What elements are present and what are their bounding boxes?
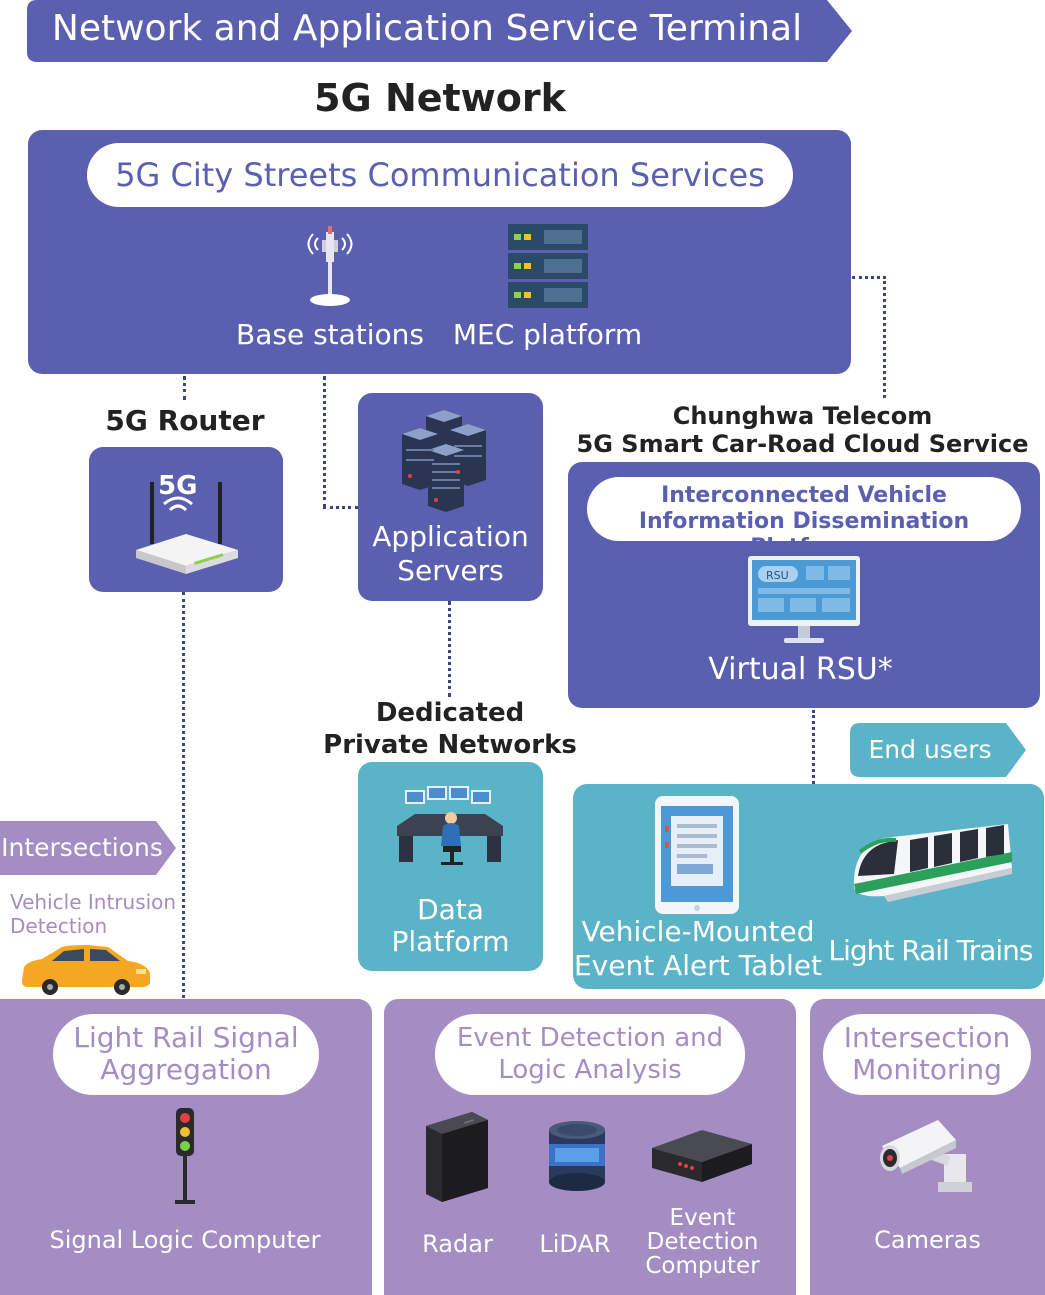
event-pill: Event Detection and Logic Analysis [435, 1014, 745, 1095]
edge-computer-label-2: Detection [646, 1229, 759, 1255]
cht-pill-line-1: Interconnected Vehicle [661, 483, 947, 508]
router-title: 5G Router [105, 404, 265, 437]
end-users-tag-label: End users [868, 735, 992, 764]
car-icon [18, 943, 152, 995]
cameras-label: Cameras [874, 1226, 981, 1254]
monitor-pill: Intersection Monitoring [823, 1014, 1031, 1095]
event-pill-line-1: Event Detection and [456, 1023, 724, 1053]
control-room-icon [395, 780, 505, 870]
virtual-rsu-label: Virtual RSU* [708, 652, 893, 687]
radar-icon [424, 1112, 490, 1202]
traffic-light-icon [170, 1106, 200, 1206]
edge-computer-icon [650, 1128, 754, 1186]
network-title: 5G Network [314, 76, 566, 120]
tablet-label-1: Vehicle-Mounted [581, 915, 815, 948]
intersections-tag: Intersections [0, 821, 176, 875]
light-rail-train-icon [848, 818, 1014, 908]
trains-label: Light Rail Trains [828, 934, 1033, 967]
router-icon: 5G [130, 462, 242, 580]
base-stations-label: Base stations [235, 318, 425, 351]
connector-network-router [183, 376, 186, 400]
network-pill-label: 5G City Streets Communication Services [115, 156, 765, 194]
signal-pill-line-2: Aggregation [100, 1053, 272, 1086]
private-title-1: Dedicated [375, 698, 525, 728]
connector-network-appservers-h [323, 506, 358, 509]
connector-router-signal [182, 592, 185, 998]
vehicle-intrusion-label-1: Vehicle Intrusion [10, 890, 177, 914]
lidar-label: LiDAR [539, 1230, 611, 1258]
network-pill: 5G City Streets Communication Services [87, 143, 793, 207]
cht-title-2: 5G Smart Car-Road Cloud Service [576, 430, 1029, 458]
server-rack-icon [508, 224, 588, 308]
header-arrow-shape [27, 0, 852, 62]
connector-network-appservers-v [323, 376, 326, 508]
connector-appservers-private [448, 601, 451, 697]
end-users-box [573, 784, 1044, 989]
camera-icon [878, 1118, 978, 1194]
radar-label: Radar [422, 1230, 493, 1258]
tablet-label-2: Event Alert Tablet [573, 949, 823, 982]
end-users-tag: End users [850, 723, 1026, 777]
private-title-2: Private Networks [323, 730, 577, 760]
edge-computer-label-1: Event [669, 1205, 736, 1231]
connector-rsu-endusers [812, 710, 815, 784]
server-cluster-icon [398, 410, 498, 515]
rsu-monitor-icon: RSU [748, 556, 860, 648]
monitor-pill-line-2: Monitoring [852, 1053, 1002, 1086]
signal-pill-line-1: Light Rail Signal [73, 1021, 299, 1054]
header-title: Network and Application Service Terminal [51, 8, 803, 49]
vehicle-intrusion-label-2: Detection [10, 914, 108, 938]
app-servers-label-1: Application [372, 520, 529, 553]
end-users-tag-shape [850, 723, 1026, 777]
mec-platform-label: MEC platform [452, 318, 643, 351]
cht-title-1: Chunghwa Telecom [672, 402, 933, 430]
event-pill-line-2: Logic Analysis [498, 1055, 682, 1085]
cht-pill: Interconnected Vehicle Information Disse… [587, 477, 1021, 560]
connector-network-cht-h [852, 276, 886, 279]
header-banner: Network and Application Service Terminal [27, 0, 852, 62]
connector-network-cht-v [883, 276, 886, 398]
data-platform-label-2: Platform [391, 925, 510, 958]
lidar-icon [547, 1120, 607, 1192]
edge-computer-label-3: Computer [645, 1253, 760, 1279]
rsu-screen-label: RSU [766, 569, 789, 582]
data-platform-label-1: Data [417, 893, 484, 926]
signal-pill: Light Rail Signal Aggregation [53, 1014, 319, 1095]
signal-logic-label: Signal Logic Computer [49, 1226, 321, 1254]
base-station-icon [300, 222, 360, 312]
cht-pill-line-2: Information Dissemination Platform [638, 509, 970, 560]
tablet-icon [655, 796, 739, 914]
svg-text:5G: 5G [158, 471, 197, 501]
monitor-pill-line-1: Intersection [843, 1021, 1011, 1054]
app-servers-label-2: Servers [397, 554, 504, 587]
intersections-tag-shape [0, 821, 176, 875]
intersections-tag-label: Intersections [1, 833, 163, 862]
